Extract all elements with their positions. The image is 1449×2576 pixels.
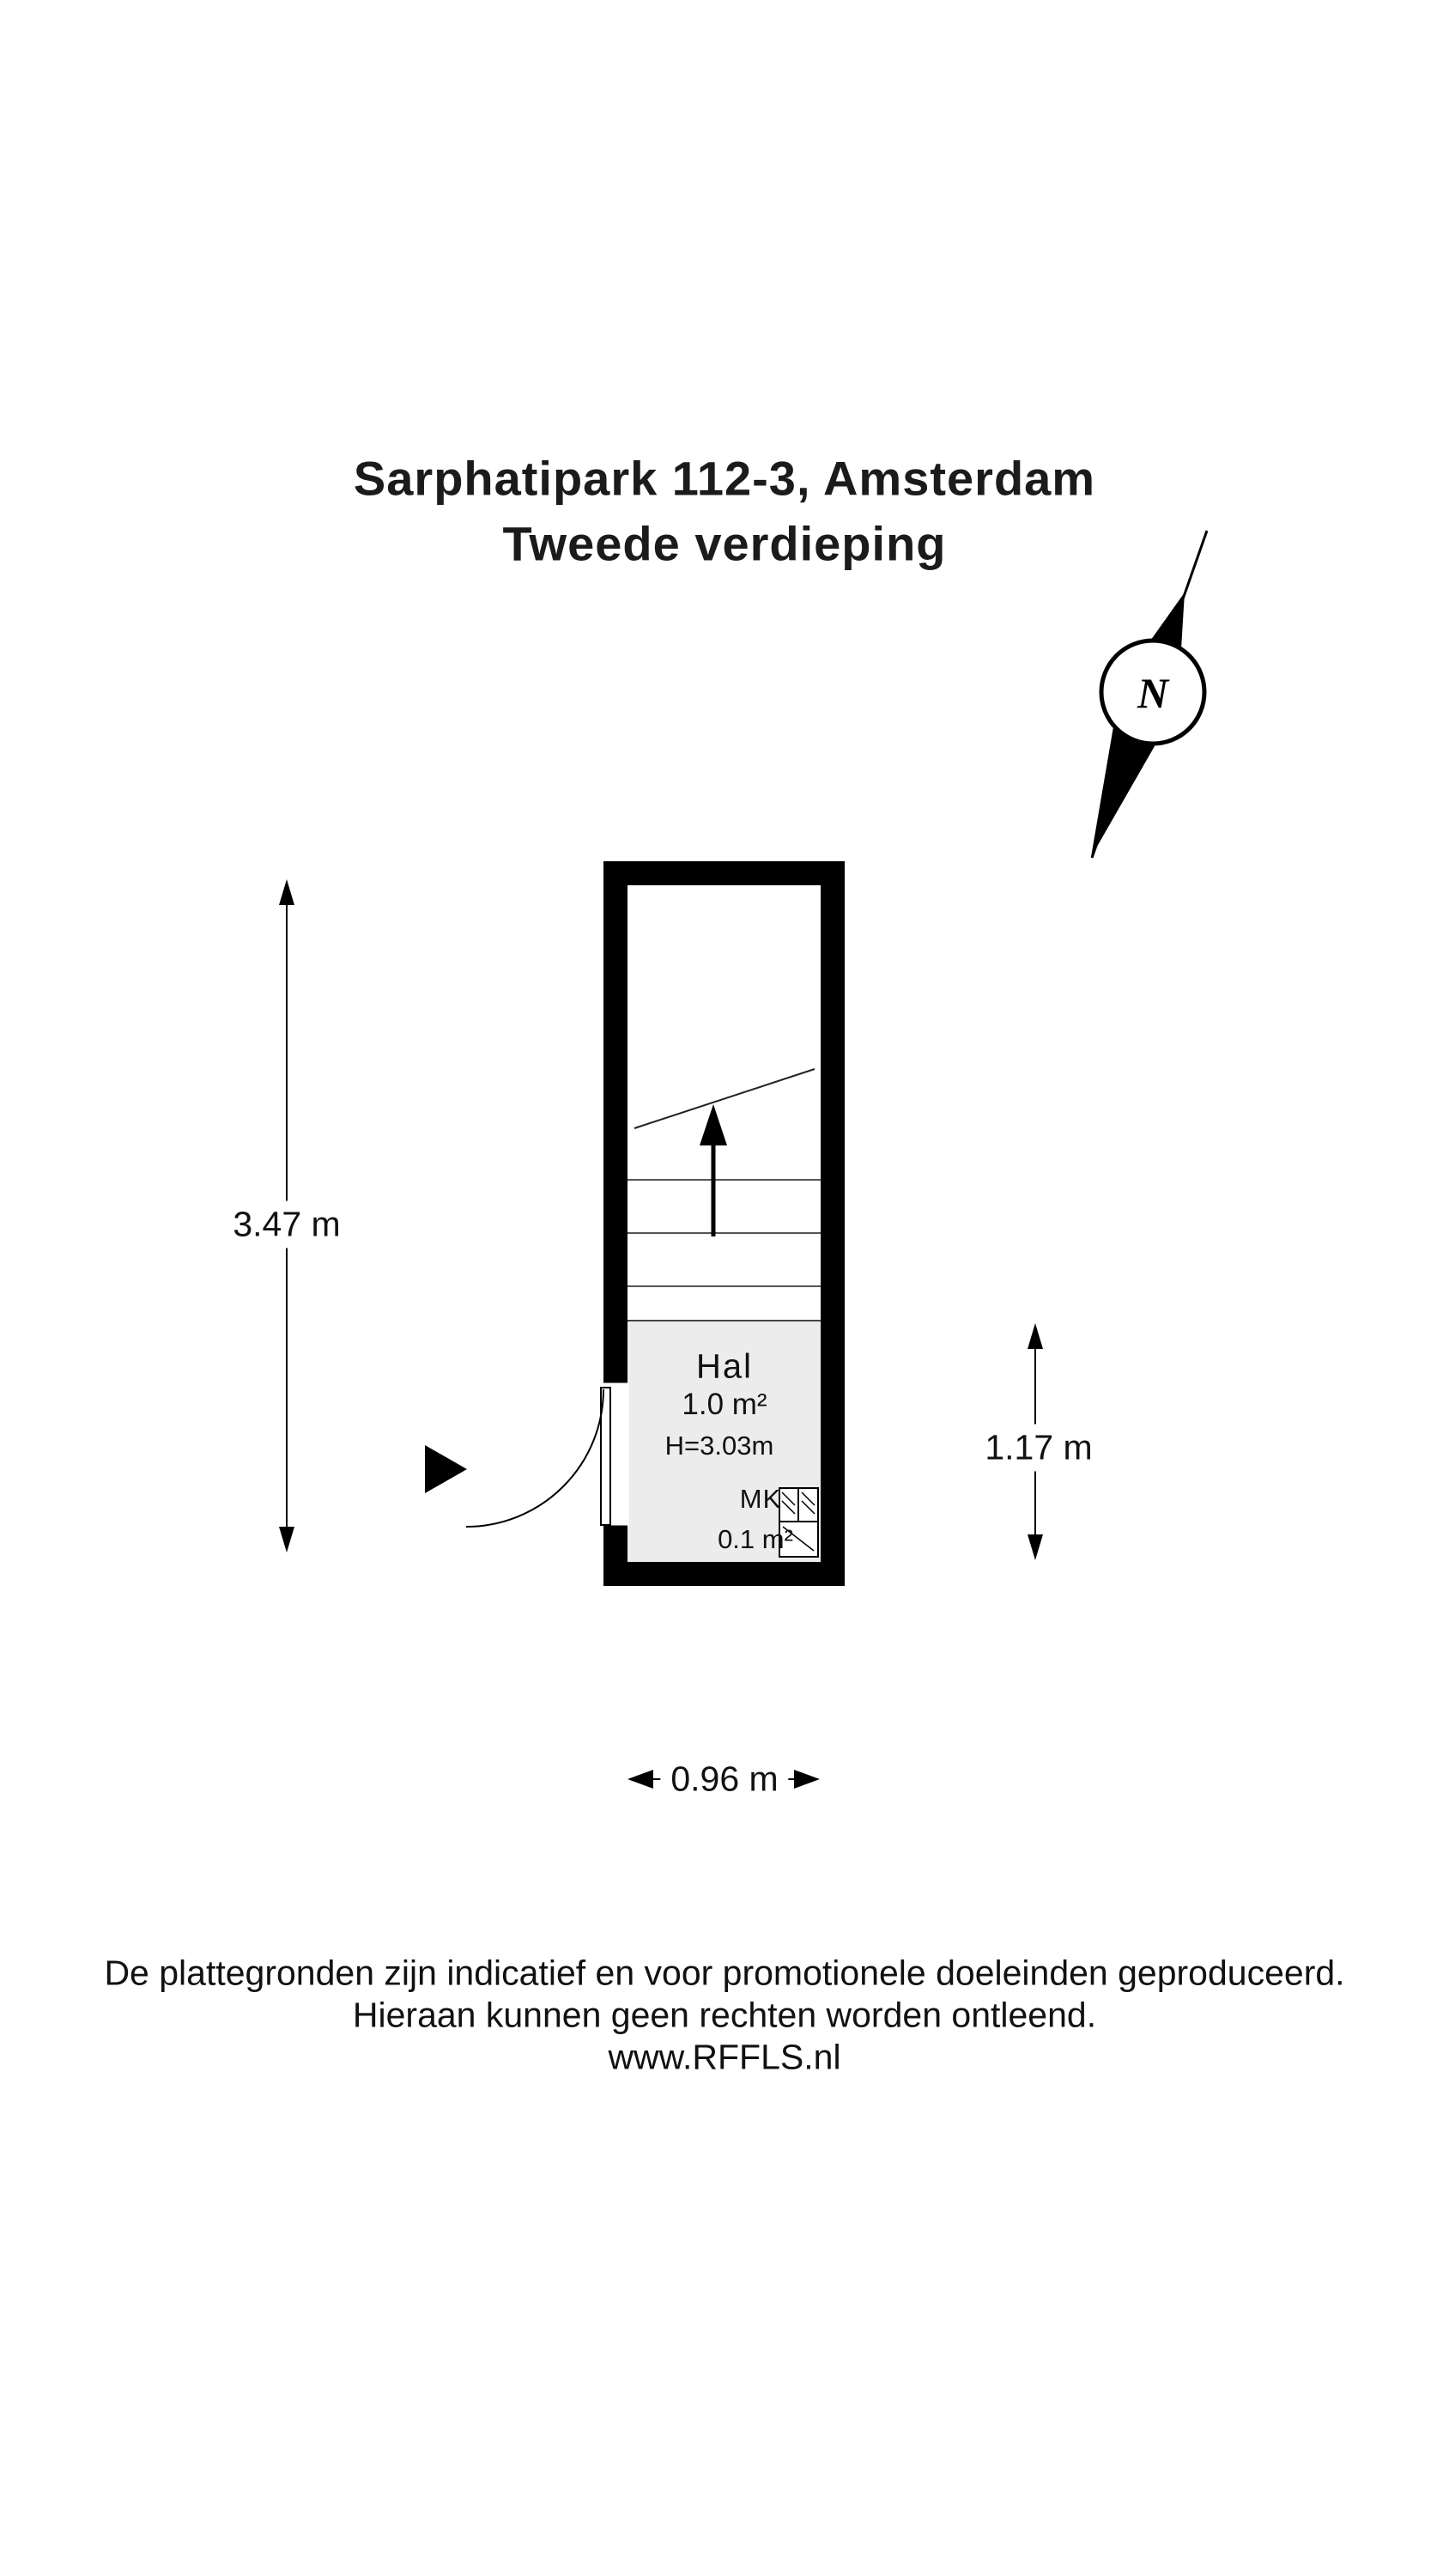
ceiling-height-hal: H=3.03m <box>664 1431 774 1461</box>
page-title-line1: Sarphatipark 112-3, Amsterdam <box>353 451 1096 506</box>
north-arrow-icon: N <box>1090 530 1209 859</box>
stair-direction-arrow-icon <box>700 1104 727 1145</box>
walls <box>603 861 845 1586</box>
room-area-mk: 0.1 m² <box>718 1524 793 1554</box>
stair-cut-line <box>634 1068 815 1129</box>
page-title-line2: Tweede verdieping <box>502 516 947 571</box>
website-link: www.RFFLS.nl <box>608 2037 841 2077</box>
door-leaf <box>600 1387 611 1526</box>
room-name-mk: MK <box>739 1484 782 1514</box>
door-swing-arc <box>465 1388 604 1528</box>
disclaimer-line2: Hieraan kunnen geen rechten worden ontle… <box>352 1995 1097 2035</box>
compass-n-label: N <box>1137 669 1170 717</box>
dimension-label-left: 3.47 m <box>222 1200 351 1249</box>
room-name-hal: Hal <box>695 1347 754 1386</box>
entrance-door <box>425 1380 629 1528</box>
meter-cupboard <box>779 1487 819 1558</box>
dimension-label-bottom: 0.96 m <box>660 1755 789 1803</box>
entrance-arrow-icon <box>425 1445 467 1493</box>
dimension-label-right: 1.17 m <box>974 1424 1103 1472</box>
disclaimer-line1: De plattegronden zijn indicatief en voor… <box>104 1953 1345 1993</box>
room-area-hal: 1.0 m² <box>682 1388 767 1421</box>
staircase <box>627 1068 821 1321</box>
